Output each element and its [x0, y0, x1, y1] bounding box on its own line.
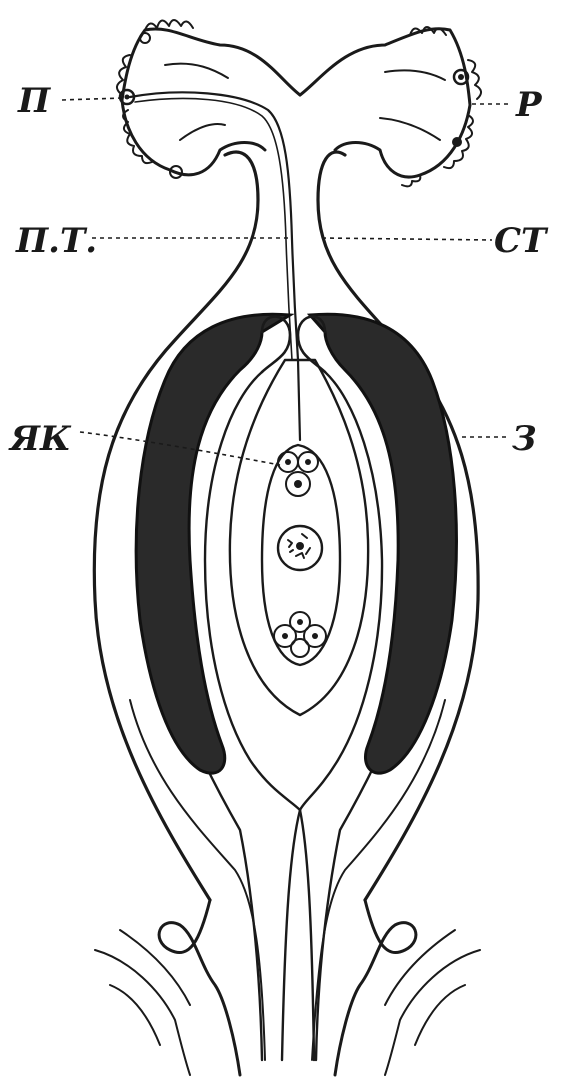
- label-style: СТ: [494, 221, 549, 261]
- pollen-grain: [452, 137, 462, 147]
- label-stigma: Р: [515, 85, 543, 125]
- central-nucleus: [278, 526, 322, 570]
- egg-apparatus: [278, 452, 318, 496]
- ovule: [136, 314, 456, 810]
- label-ovule: З: [512, 419, 537, 459]
- label-egg-apparatus: ЯК: [8, 419, 72, 459]
- label-pollen: П: [17, 81, 52, 121]
- antipodal-cells: [274, 612, 326, 657]
- stigma: [117, 20, 481, 186]
- receptacle: [95, 700, 480, 1075]
- label-pollen-tube: П.Т.: [15, 221, 97, 261]
